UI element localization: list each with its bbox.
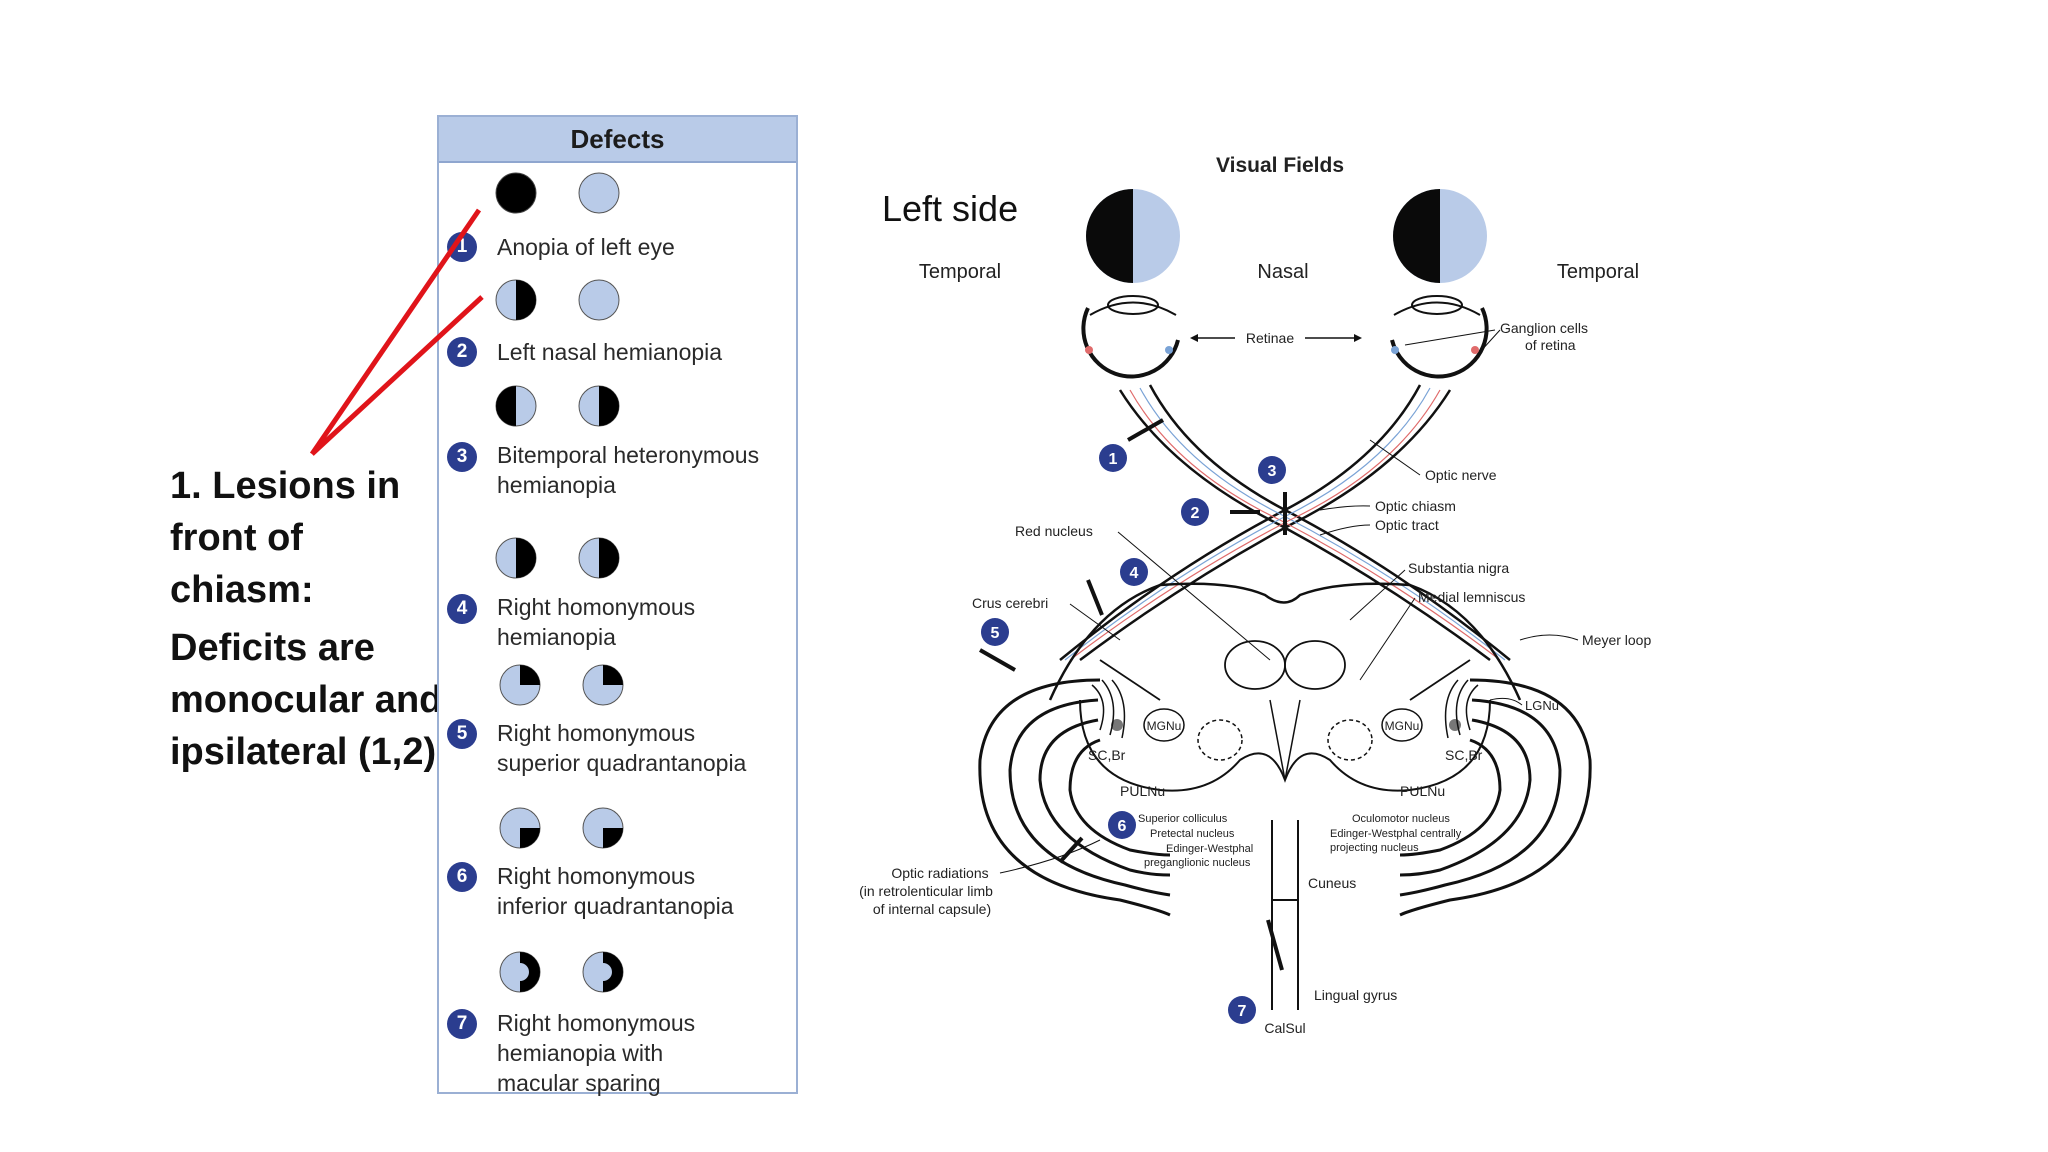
defect-label-7: Right homonymous hemianopia with macular… [497, 1010, 696, 1096]
defect-label-5: Right homonymous superior quadrantanopia [497, 720, 747, 776]
left-eye [1081, 295, 1180, 379]
calcarine-area [1271, 820, 1299, 1010]
temporal-left-label: Temporal [919, 261, 1001, 283]
defects-title: Defects [439, 117, 796, 163]
pretectal-nucleus-label: Pretectal nucleus [1150, 828, 1235, 840]
ganglion-label-2: of retina [1525, 337, 1576, 353]
lesion-4-number: 4 [1130, 565, 1139, 582]
pointer-line-defect-1 [309, 208, 482, 456]
lesion-2-number: 2 [1191, 505, 1200, 522]
optic-nerve-label: Optic nerve [1425, 467, 1497, 483]
edinger-pre-label-1: Edinger-Westphal [1166, 843, 1253, 855]
lesion-markers [979, 418, 1287, 971]
visual-pathway-diagram: Visual Fields Temporal Nasal Temporal Re… [859, 154, 1651, 1036]
lgn-left [1091, 679, 1126, 739]
defect-badge-5: 5 [447, 719, 477, 749]
lesion-6-number: 6 [1118, 818, 1127, 835]
pulnu-left-label: PULNu [1120, 783, 1165, 799]
defect-label-3: Bitemporal heteronymous hemianopia [497, 442, 760, 498]
optic-radiations-label-1: Optic radiations [891, 865, 988, 881]
right-eye [1390, 295, 1489, 379]
defect-label-4: Right homonymous hemianopia [497, 594, 696, 650]
defects-panel: Defects 1 Anopia of left eye 2 Left nasa… [437, 115, 798, 1096]
left-side-label: Left side [882, 188, 1019, 229]
defect-fields-7 [494, 949, 644, 993]
edinger-central-label-1: Edinger-Westphal centrally [1330, 828, 1462, 840]
crus-cerebri-label: Crus cerebri [972, 595, 1048, 611]
lgn-right [1444, 679, 1479, 739]
edinger-central-label-2: projecting nucleus [1330, 842, 1419, 854]
annotation-body: Deficits are monocular and ipsilateral (… [170, 627, 443, 773]
lesion-7-number: 7 [1238, 1003, 1247, 1020]
scbr-right-label: SC,Br [1445, 747, 1483, 763]
defect-fields-5 [494, 662, 644, 706]
optic-nerves [1059, 384, 1511, 662]
lgnu-label: LGNu [1525, 698, 1559, 713]
nasal-label: Nasal [1257, 261, 1308, 283]
defect-fields-3 [494, 383, 644, 427]
optic-radiations-label-3: of internal capsule) [873, 901, 991, 917]
defect-badge-6: 6 [447, 862, 477, 892]
cuneus-label: Cuneus [1308, 875, 1356, 891]
lesion-3-number: 3 [1268, 463, 1277, 480]
mgnu-left-label: MGNu [1147, 719, 1182, 733]
lesion-5-number: 5 [991, 625, 1000, 642]
defect-badge-4: 4 [447, 594, 477, 624]
defect-label-6: Right homonymous inferior quadrantanopia [497, 863, 734, 919]
optic-chiasm-label: Optic chiasm [1375, 498, 1456, 514]
meyer-loop-label: Meyer loop [1582, 632, 1651, 648]
annotation-heading: 1. Lesions in front of chiasm: [170, 465, 401, 611]
lingual-gyrus-label: Lingual gyrus [1314, 987, 1397, 1003]
defect-fields-6 [494, 805, 644, 849]
left-visual-field [1086, 189, 1180, 283]
defect-fields-4 [494, 535, 644, 579]
edinger-pre-label-2: preganglionic nucleus [1144, 857, 1251, 869]
mgnu-right-label: MGNu [1385, 719, 1420, 733]
oculomotor-label: Oculomotor nucleus [1352, 813, 1450, 825]
defect-badge-7: 7 [447, 1009, 477, 1039]
annotation-text: 1. Lesions in front of chiasm: Deficits … [170, 460, 445, 778]
defect-label-2: Left nasal hemianopia [497, 339, 723, 365]
red-nucleus-label: Red nucleus [1015, 523, 1093, 539]
optic-radiations [978, 678, 1592, 917]
pointer-line-defect-2 [310, 295, 484, 456]
defect-label-1: Anopia of left eye [497, 234, 675, 260]
optic-radiations-label-2: (in retrolenticular limb [859, 883, 993, 899]
calsul-label: CalSul [1264, 1020, 1305, 1036]
scbr-left-label: SC,Br [1088, 747, 1126, 763]
right-visual-field [1393, 189, 1487, 283]
lesion-1-number: 1 [1109, 451, 1118, 468]
defect-fields-1 [494, 170, 644, 214]
medial-lemniscus-label: Medial lemniscus [1418, 589, 1525, 605]
defect-badge-3: 3 [447, 442, 477, 472]
visual-fields-title: Visual Fields [1216, 154, 1344, 177]
retinae-label: Retinae [1246, 330, 1294, 346]
midbrain [1048, 582, 1522, 792]
defect-fields-2 [494, 277, 644, 321]
pulnu-right-label: PULNu [1400, 783, 1445, 799]
defect-badge-2: 2 [447, 337, 477, 367]
superior-colliculus-label: Superior colliculus [1138, 813, 1228, 825]
lesion-badges: 1 2 3 4 5 6 7 [981, 444, 1286, 1024]
ganglion-label-1: Ganglion cells [1500, 320, 1588, 336]
temporal-right-label: Temporal [1557, 261, 1639, 283]
substantia-nigra-label: Substantia nigra [1408, 560, 1509, 576]
optic-tract-label: Optic tract [1375, 517, 1439, 533]
